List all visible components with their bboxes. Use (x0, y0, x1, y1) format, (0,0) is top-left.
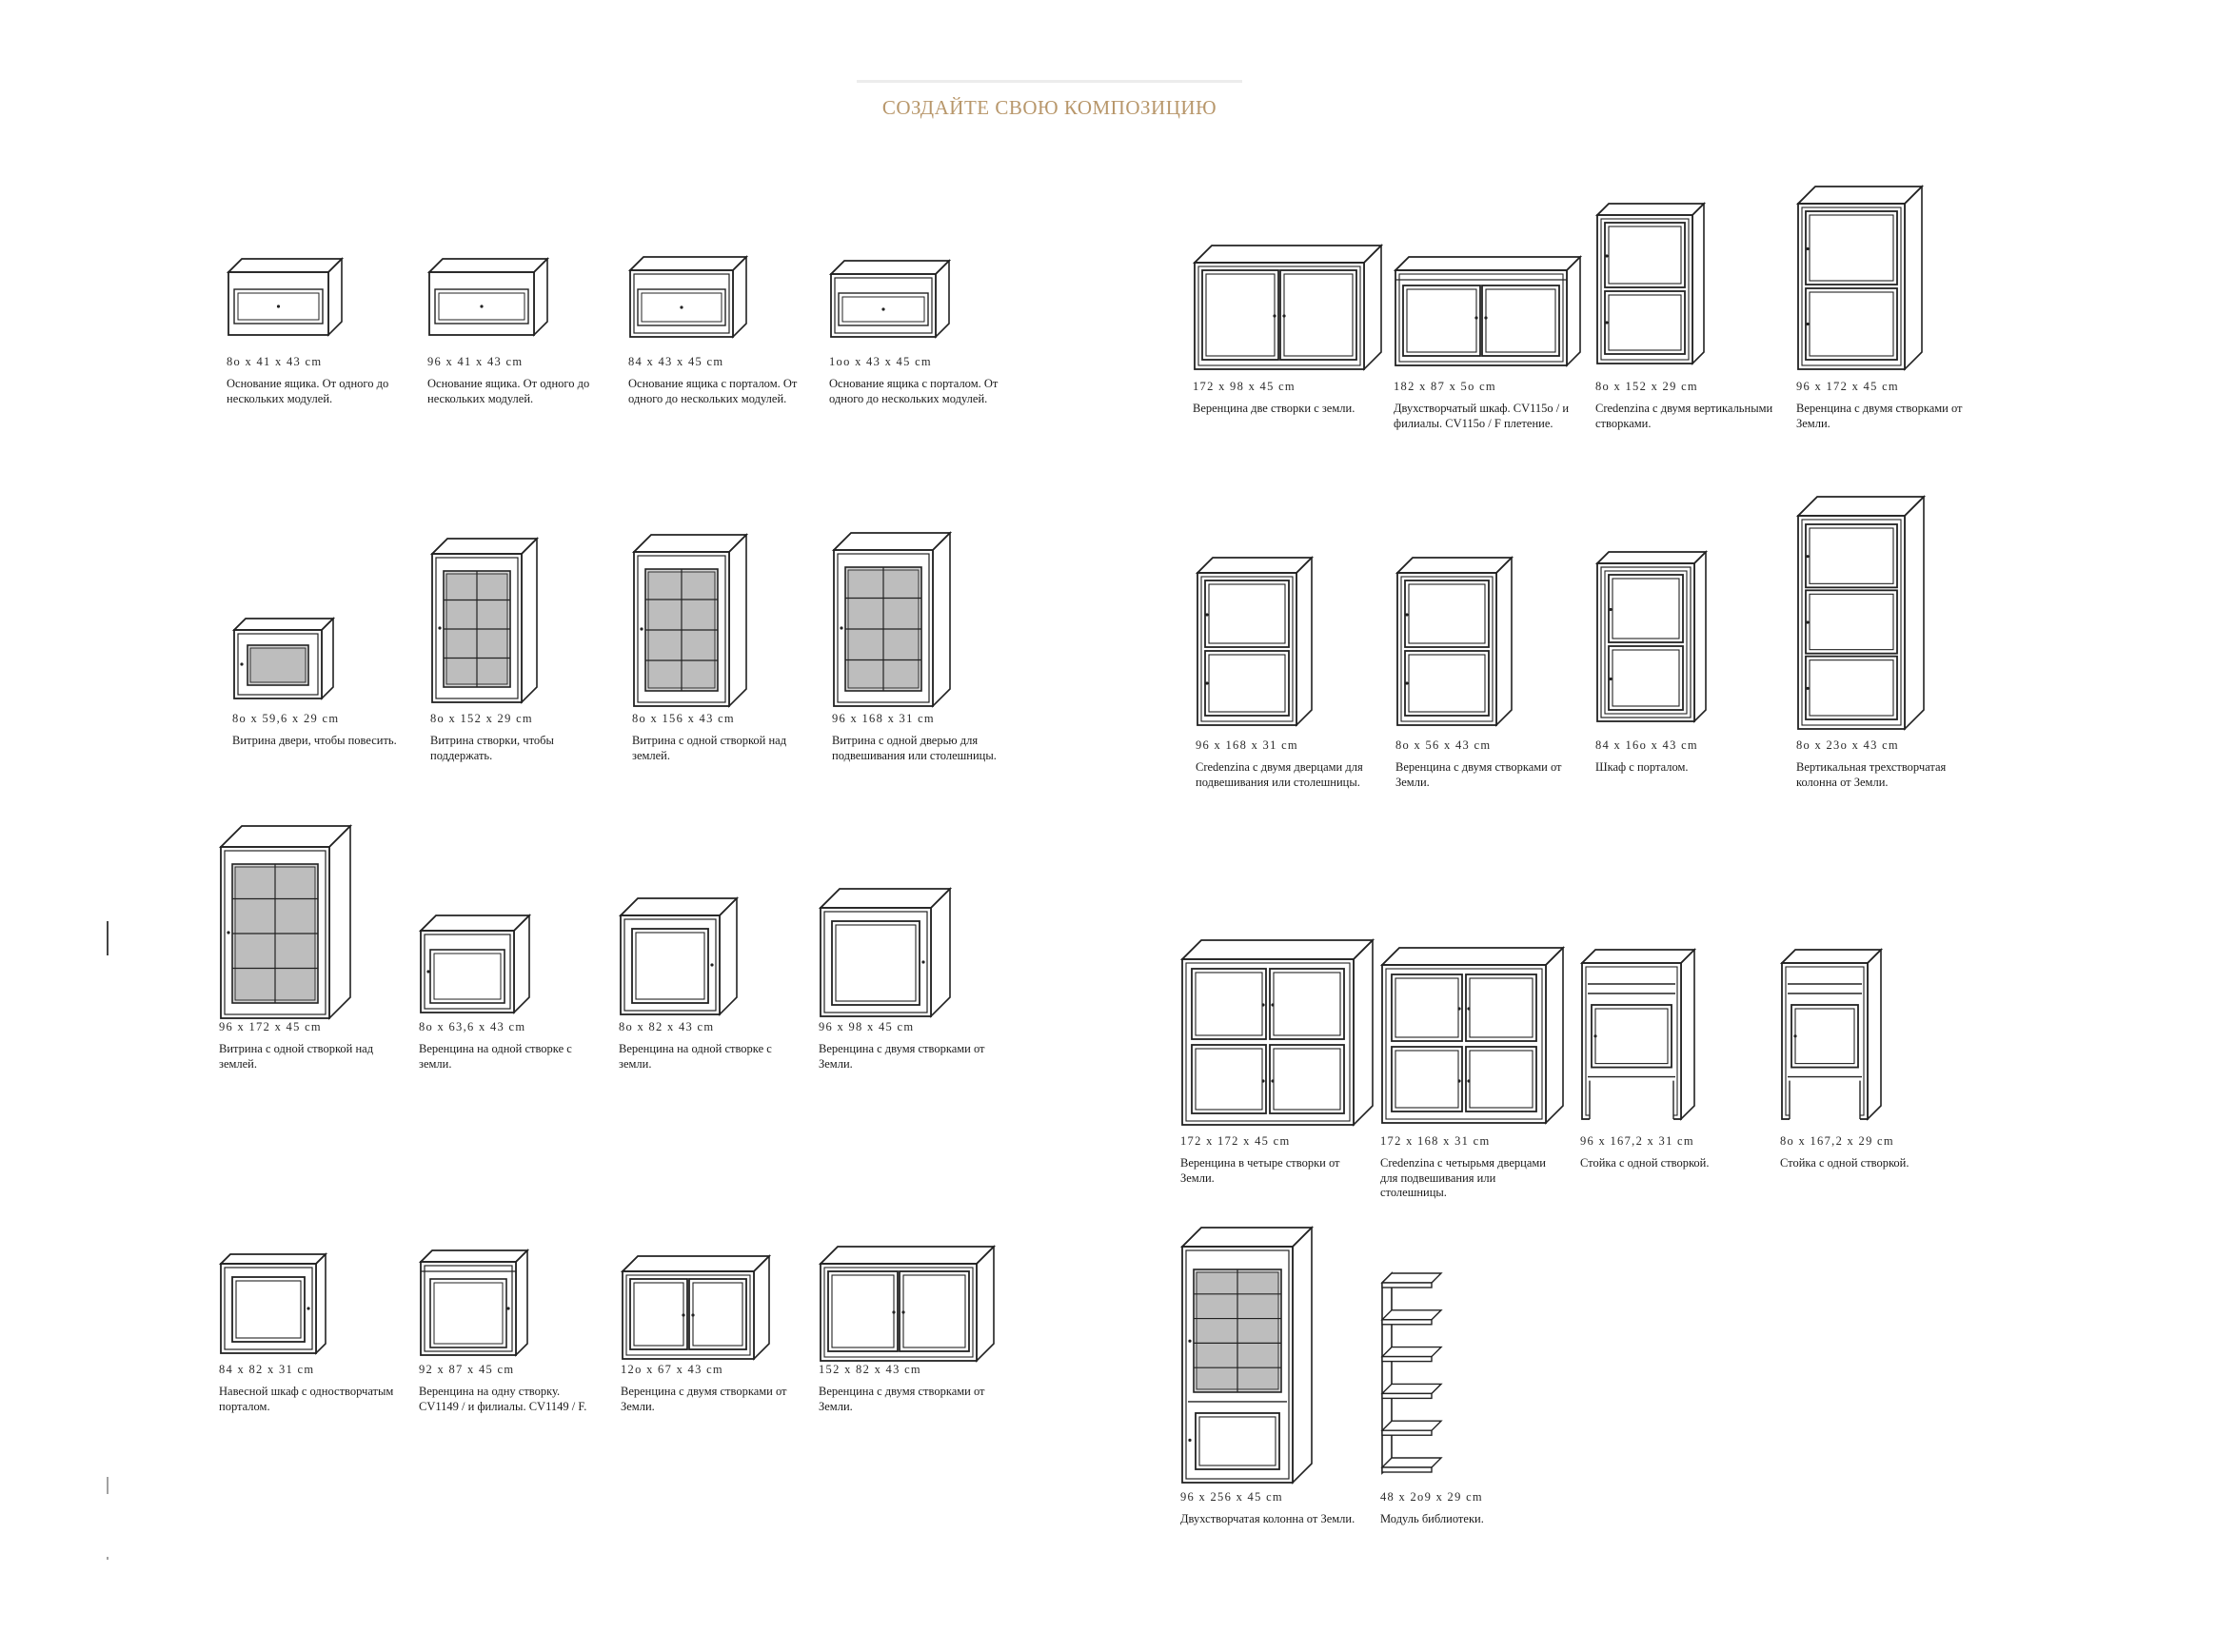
item-dimensions: 96 x 172 x 45 cm (219, 1020, 322, 1033)
margin-mark (107, 1557, 109, 1560)
item-description: Веренцина две створки с земли. (1193, 402, 1355, 415)
drawer-base-portal-icon (829, 259, 951, 339)
low-two-door-icon (819, 1245, 996, 1363)
item-dimensions: 96 x 167,2 x 31 cm (1580, 1134, 1694, 1148)
item-dimensions: 8о x 63,6 x 43 cm (419, 1020, 526, 1033)
item-description: Витрина с одной створкой над землей. (219, 1042, 374, 1071)
item-dimensions: 84 x 16о x 43 cm (1595, 738, 1698, 752)
four-door-cabinet-icon (1180, 938, 1375, 1127)
item-dimensions: 1оо x 43 x 45 cm (829, 355, 932, 368)
item-description: Витрина створки, чтобы поддержать. (430, 734, 554, 762)
item-dimensions: 152 x 82 x 43 cm (819, 1363, 921, 1376)
tall-glass-vitrine-icon (219, 824, 352, 1020)
stand-one-door-icon (1580, 948, 1696, 1121)
item-description: Двухстворчатая колонна от Земли. (1180, 1512, 1355, 1525)
vertical-two-door-icon (1595, 202, 1706, 365)
item-dimensions: 96 x 256 x 45 cm (1180, 1490, 1283, 1504)
item-dimensions: 8о x 56 x 43 cm (1395, 738, 1492, 752)
item-description: Веренцина на одной створке с земли. (419, 1042, 572, 1071)
item-dimensions: 8о x 23о x 43 cm (1796, 738, 1899, 752)
item-description: Основание ящика. От одного до нескольких… (227, 377, 389, 405)
item-dimensions: 8о x 152 x 29 cm (1595, 380, 1698, 393)
drawer-base-icon (227, 257, 344, 337)
item-dimensions: 8о x 82 x 43 cm (619, 1020, 715, 1033)
vertical-two-door-icon (1196, 556, 1314, 727)
margin-mark (107, 1477, 109, 1494)
wall-cabinet-icon (219, 1252, 327, 1355)
item-description: Витрина с одной дверью для подвешивания … (832, 734, 997, 762)
item-description: Credenzina с двумя дверцами для подвешив… (1196, 760, 1363, 789)
glass-vitrine-icon (430, 537, 539, 704)
two-door-cabinet-icon (1193, 244, 1383, 371)
portal-cabinet-icon (1595, 550, 1708, 723)
item-description: Основание ящика. От одного до нескольких… (427, 377, 590, 405)
four-door-cabinet-icon (1380, 946, 1565, 1125)
stand-one-door-icon (1780, 948, 1883, 1121)
page-header: СОЗДАЙТЕ СВОЮ КОМПОЗИЦИЮ (857, 80, 1242, 120)
item-dimensions: 8о x 41 x 43 cm (227, 355, 323, 368)
drawer-base-portal-icon (628, 255, 748, 339)
glass-vitrine-icon (832, 531, 952, 708)
item-description: Credenzina с двумя вертикальными створка… (1595, 402, 1773, 430)
item-dimensions: 92 x 87 x 45 cm (419, 1363, 515, 1376)
bookshelf-module-icon (1380, 1271, 1443, 1475)
item-dimensions: 96 x 172 x 45 cm (1796, 380, 1899, 393)
item-description: Веренцина на одной створке с земли. (619, 1042, 772, 1071)
glass-vitrine-icon (632, 533, 748, 708)
item-dimensions: 182 x 87 x 5о cm (1394, 380, 1496, 393)
item-description: Веренцина с двумя створками от Земли. (621, 1385, 787, 1413)
small-glass-cabinet-icon (419, 914, 531, 1014)
three-door-column-icon (1796, 495, 1926, 731)
hanging-vitrine-icon (232, 617, 335, 700)
header-rule (857, 80, 1242, 83)
item-description: Стойка с одной створкой. (1780, 1156, 1909, 1170)
item-description: Основание ящика с порталом. От одного до… (829, 377, 999, 405)
item-description: Веренцина с двумя створками от Земли. (1395, 760, 1562, 789)
single-door-portal-icon (419, 1249, 529, 1357)
item-description: Стойка с одной створкой. (1580, 1156, 1710, 1170)
item-description: Шкаф с порталом. (1595, 760, 1689, 774)
item-description: Витрина с одной створкой над землей. (632, 734, 787, 762)
item-description: Веренцина с двумя створками от Земли. (1796, 402, 1963, 430)
drawer-base-icon (427, 257, 549, 337)
tall-two-door-icon (1796, 185, 1924, 371)
item-description: Основание ящика с порталом. От одного до… (628, 377, 798, 405)
item-dimensions: 96 x 41 x 43 cm (427, 355, 524, 368)
vertical-two-door-icon (1395, 556, 1514, 727)
item-dimensions: 84 x 82 x 31 cm (219, 1363, 315, 1376)
tall-column-vitrine-icon (1180, 1226, 1314, 1485)
margin-mark (107, 921, 109, 955)
item-description: Вертикальная трехстворчатая колонна от З… (1796, 760, 1947, 789)
item-description: Веренцина на одну створку. CV1149 / и фи… (419, 1385, 587, 1413)
single-door-cube-icon (619, 896, 739, 1016)
item-dimensions: 96 x 168 x 31 cm (1196, 738, 1298, 752)
item-description: Веренцина с двумя створками от Земли. (819, 1385, 985, 1413)
item-description: Витрина двери, чтобы повесить. (232, 734, 397, 747)
item-dimensions: 172 x 98 x 45 cm (1193, 380, 1296, 393)
item-dimensions: 96 x 168 x 31 cm (832, 712, 935, 725)
single-door-cube-icon (819, 887, 952, 1018)
item-dimensions: 96 x 98 x 45 cm (819, 1020, 915, 1033)
item-dimensions: 172 x 168 x 31 cm (1380, 1134, 1491, 1148)
item-description: Веренцина с двумя створками от Земли. (819, 1042, 985, 1071)
two-door-wide-cabinet-icon (1394, 255, 1582, 367)
item-dimensions: 172 x 172 x 45 cm (1180, 1134, 1291, 1148)
item-dimensions: 12о x 67 x 43 cm (621, 1363, 723, 1376)
item-dimensions: 8о x 59,6 x 29 cm (232, 712, 340, 725)
item-description: Двухстворчатый шкаф. CV115о / и филиалы.… (1394, 402, 1570, 430)
item-description: Веренцина в четыре створки от Земли. (1180, 1156, 1340, 1185)
item-dimensions: 8о x 167,2 x 29 cm (1780, 1134, 1894, 1148)
item-description: Навесной шкаф с одностворчатым порталом. (219, 1385, 394, 1413)
item-dimensions: 8о x 152 x 29 cm (430, 712, 533, 725)
page-title: СОЗДАЙТЕ СВОЮ КОМПОЗИЦИЮ (881, 96, 1217, 119)
item-description: Credenzina с четырьмя дверцами для подве… (1380, 1156, 1546, 1199)
item-dimensions: 48 x 2о9 x 29 cm (1380, 1490, 1483, 1504)
low-two-door-icon (621, 1254, 771, 1361)
item-dimensions: 84 x 43 x 45 cm (628, 355, 724, 368)
item-description: Модуль библиотеки. (1380, 1512, 1484, 1525)
item-dimensions: 8о x 156 x 43 cm (632, 712, 735, 725)
